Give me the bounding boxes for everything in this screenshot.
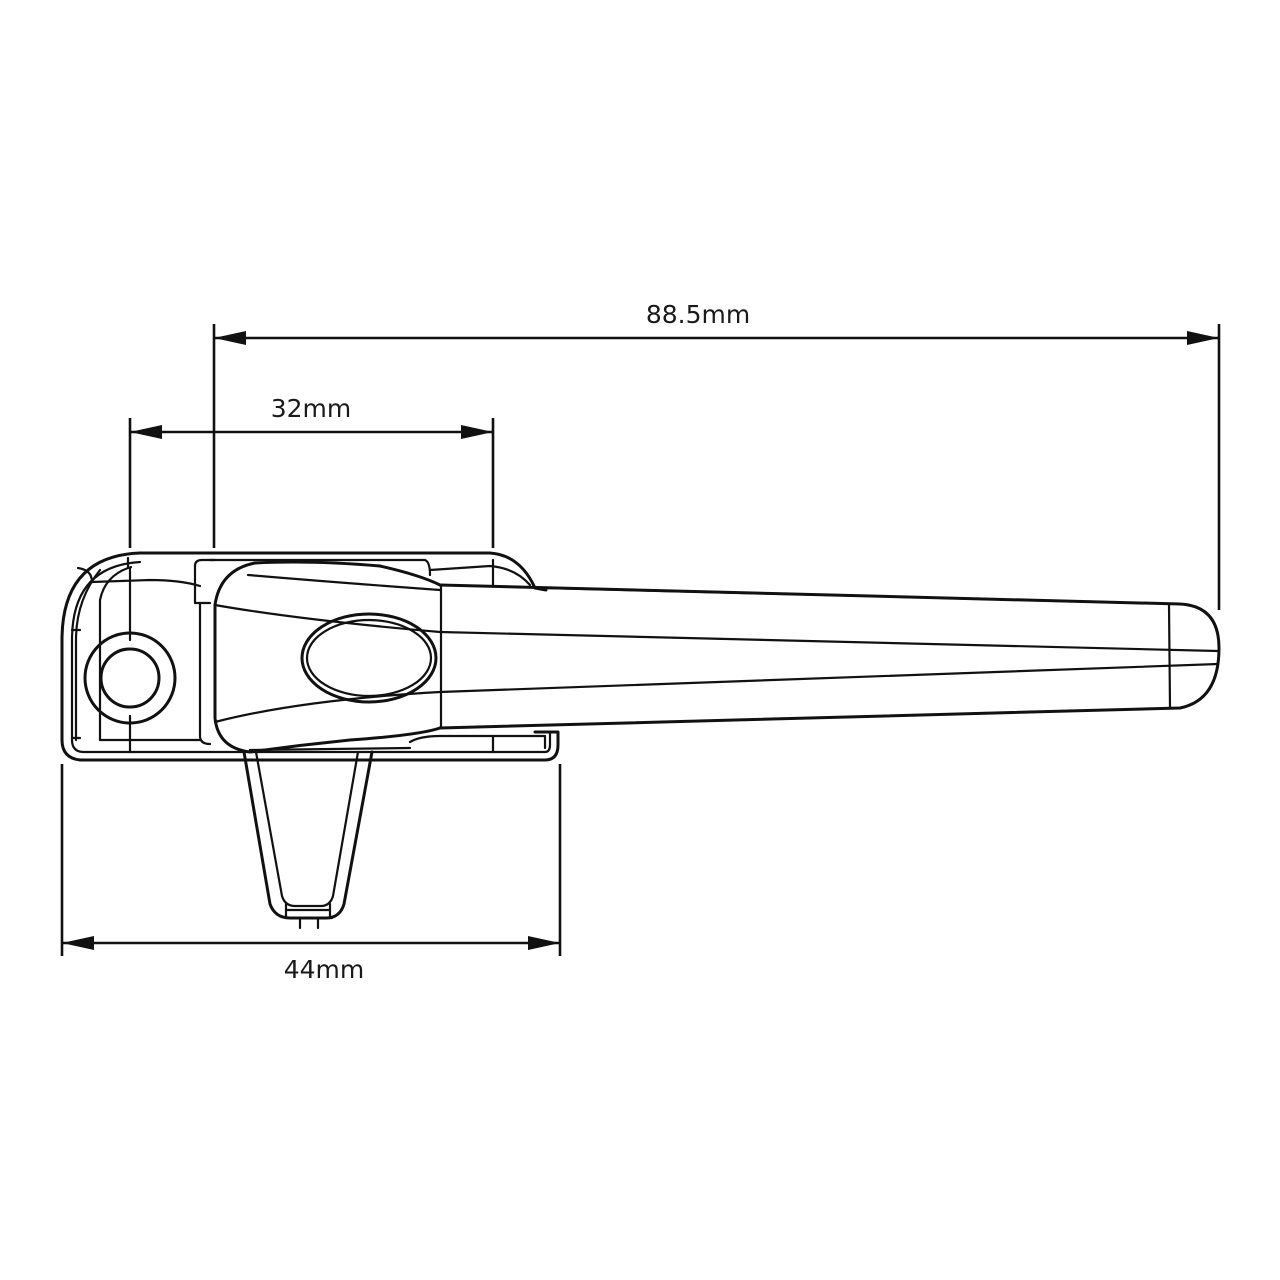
screw-hole (83, 631, 177, 725)
dimension-label-32mm: 32mm (271, 394, 352, 423)
dimension-label-44mm: 44mm (284, 955, 365, 984)
dimension-fixing-centres: 32mm (128, 394, 495, 548)
dimension-overall-length: 88.5mm (212, 300, 1221, 610)
arrow-right-icon (461, 425, 493, 439)
dimension-label-88-5mm: 88.5mm (646, 300, 750, 329)
screw-hole-outer (83, 631, 177, 725)
arrow-left-icon (214, 331, 246, 345)
lever-outline (438, 583, 1221, 730)
dimension-base-width: 44mm (60, 764, 562, 984)
thumb-recess-outer (300, 612, 438, 704)
base-outline (60, 551, 560, 762)
lever-arm (438, 583, 1221, 730)
arrow-right-icon (528, 936, 560, 950)
screw-hole-inner (99, 647, 161, 709)
handle-boss (213, 560, 443, 754)
arrow-right-icon (1187, 331, 1219, 345)
thumb-recess-inner (305, 618, 433, 698)
base-plate (60, 551, 560, 762)
cam-tongue (242, 750, 374, 930)
boss-outline (213, 561, 442, 754)
arrow-left-icon (62, 936, 94, 950)
arrow-left-icon (130, 425, 162, 439)
